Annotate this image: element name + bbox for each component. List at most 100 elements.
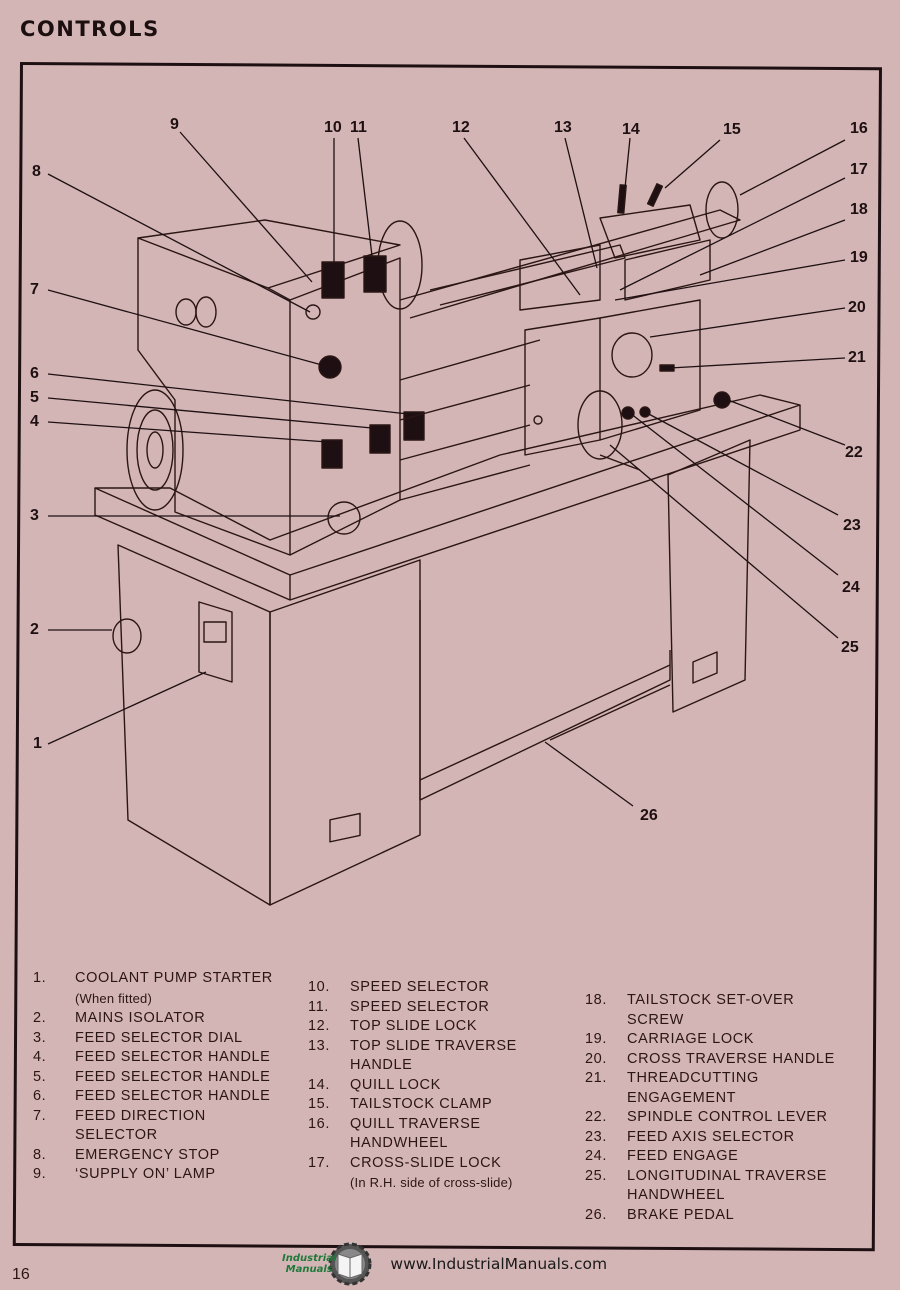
callout-15: 15 — [723, 121, 741, 138]
legend-label: CROSS-SLIDE LOCK(In R.H. side of cross-s… — [350, 1154, 513, 1194]
legend-label-text: LONGITUDINAL TRAVERSE HANDWHEEL — [627, 1167, 828, 1204]
speed-selector-10 — [321, 261, 345, 299]
legend-label: CROSS TRAVERSE HANDLE — [627, 1050, 835, 1070]
legend-item: 12.TOP SLIDE LOCK — [308, 1017, 588, 1037]
legend-label: CARRIAGE LOCK — [627, 1030, 754, 1050]
legend-number: 10. — [308, 979, 330, 995]
legend-label-text: TAILSTOCK SET-OVER SCREW — [627, 992, 795, 1028]
legend-item: 3.FEED SELECTOR DIAL — [33, 1029, 293, 1049]
website-url[interactable]: www.IndustrialManuals.com — [390, 1255, 608, 1273]
legend-item: 19.CARRIAGE LOCK — [585, 1030, 865, 1050]
legend-label: TOP SLIDE LOCK — [350, 1017, 477, 1037]
legend-label: SPINDLE CONTROL LEVER — [627, 1108, 828, 1128]
legend-label: FEED SELECTOR HANDLE — [75, 1048, 270, 1068]
legend-number: 16. — [308, 1115, 330, 1132]
legend-label: FEED SELECTOR HANDLE — [75, 1087, 270, 1107]
spindle-control-lever-knob — [713, 391, 731, 409]
legend-column-1: 1.COOLANT PUMP STARTER(When fitted)2.MAI… — [33, 969, 293, 1185]
callout-7: 7 — [30, 281, 39, 298]
callout-14: 14 — [622, 121, 640, 138]
callout-6: 6 — [30, 365, 39, 382]
legend-label-text: TOP SLIDE TRAVERSE HANDLE — [350, 1037, 517, 1074]
legend-label-text: SPEED SELECTOR — [350, 979, 490, 995]
legend-number: 6. — [33, 1088, 47, 1104]
callout-24: 24 — [842, 579, 860, 596]
legend-label: FEED AXIS SELECTOR — [627, 1128, 795, 1148]
legend-label-text: ‘SUPPLY ON’ LAMP — [75, 1166, 216, 1182]
legend-label: ‘SUPPLY ON’ LAMP — [75, 1165, 216, 1185]
callout-2: 2 — [30, 621, 39, 638]
callout-20: 20 — [848, 299, 866, 316]
callout-26: 26 — [640, 807, 658, 824]
longitudinal-handwheel — [577, 390, 623, 460]
legend-number: 24. — [585, 1148, 607, 1164]
legend-item: 23.FEED AXIS SELECTOR — [585, 1128, 865, 1148]
legend-label-text: FEED SELECTOR HANDLE — [75, 1049, 271, 1065]
legend-number: 22. — [585, 1109, 607, 1125]
legend-number: 4. — [33, 1049, 47, 1065]
page-title: CONTROLS — [20, 17, 160, 41]
callout-22: 22 — [845, 444, 863, 461]
callout-10: 10 — [324, 119, 342, 136]
legend-label: QUILL LOCK — [350, 1076, 441, 1096]
legend-item: 8.EMERGENCY STOP — [33, 1146, 293, 1166]
legend-label: BRAKE PEDAL — [627, 1206, 734, 1226]
legend-label: SPEED SELECTOR — [350, 978, 489, 998]
legend-number: 5. — [33, 1068, 47, 1085]
right-cabinet — [667, 439, 751, 713]
legend-item: 22. SPINDLE CONTROL LEVER — [585, 1108, 865, 1128]
legend-item: 18.TAILSTOCK SET-OVER SCREW — [585, 991, 865, 1030]
legend-label: COOLANT PUMP STARTER(When fitted) — [75, 969, 273, 1009]
legend-label: FEED SELECTOR DIAL — [75, 1029, 243, 1049]
legend-number: 13. — [308, 1037, 330, 1054]
legend-label-text: FEED SELECTOR HANDLE — [75, 1088, 271, 1104]
legend-label: THREADCUTTING ENGAGEMENT — [627, 1069, 759, 1108]
callout-21: 21 — [848, 349, 866, 366]
callout-5: 5 — [30, 389, 39, 406]
legend-label-text: QUILL LOCK — [350, 1076, 441, 1093]
legend-label: TOP SLIDE TRAVERSE HANDLE — [350, 1037, 517, 1076]
callout-9: 9 — [170, 116, 179, 133]
gear-book-icon — [328, 1242, 372, 1286]
legend-item: 5. FEED SELECTOR HANDLE — [33, 1068, 293, 1088]
feed-selector-handle-6 — [403, 411, 425, 441]
legend-item: 25. LONGITUDINAL TRAVERSE HANDWHEEL — [585, 1167, 865, 1206]
legend-label-text: FEED DIRECTION SELECTOR — [75, 1107, 206, 1144]
legend-label: LONGITUDINAL TRAVERSE HANDWHEEL — [627, 1167, 827, 1206]
callout-16: 16 — [850, 120, 868, 137]
legend-label-text: MAINS ISOLATOR — [75, 1010, 206, 1026]
legend-label-text: QUILL TRAVERSE HANDWHEEL — [350, 1115, 481, 1152]
legend-label-text: FEED SELECTOR DIAL — [75, 1029, 243, 1046]
legend-label-text: BRAKE PEDAL — [627, 1206, 735, 1223]
legend-item: 13. TOP SLIDE TRAVERSE HANDLE — [308, 1037, 588, 1076]
legend-label: TAILSTOCK CLAMP — [350, 1095, 492, 1115]
legend-note: (In R.H. side of cross-slide) — [350, 1175, 513, 1190]
legend-item: 14.QUILL LOCK — [308, 1076, 588, 1096]
callout-23: 23 — [843, 517, 861, 534]
quill-lock-lever — [617, 184, 627, 214]
legend-label: QUILL TRAVERSE HANDWHEEL — [350, 1115, 481, 1154]
callout-18: 18 — [850, 201, 868, 218]
callout-13: 13 — [554, 119, 572, 136]
feed-selector-handle-5 — [369, 424, 391, 454]
callout-11: 11 — [350, 119, 367, 136]
legend-label: FEED ENGAGE — [627, 1147, 738, 1167]
brand-name: Industrial Manuals — [282, 1253, 337, 1275]
callout-12: 12 — [452, 119, 470, 136]
legend-item: 4. FEED SELECTOR HANDLE — [33, 1048, 293, 1068]
legend-label-text: FEED SELECTOR HANDLE — [75, 1068, 271, 1085]
legend-label: SPEED SELECTOR — [350, 998, 489, 1018]
legend-label-text: FEED AXIS SELECTOR — [627, 1128, 795, 1145]
legend-item: 15.TAILSTOCK CLAMP — [308, 1095, 588, 1115]
legend-label: FEED SELECTOR HANDLE — [75, 1068, 270, 1088]
cross-traverse-handle — [611, 332, 653, 378]
legend-label-text: CROSS TRAVERSE HANDLE — [627, 1050, 835, 1067]
legend-item: 2.MAINS ISOLATOR — [33, 1009, 293, 1029]
legend-label-text: COOLANT PUMP STARTER — [75, 970, 273, 986]
mains-isolator-knob — [112, 618, 142, 654]
legend-label-text: TAILSTOCK CLAMP — [350, 1096, 493, 1112]
legend-number: 25. — [585, 1167, 607, 1184]
left-cabinet — [112, 544, 421, 906]
tailstock-clamp-lever — [646, 183, 664, 207]
